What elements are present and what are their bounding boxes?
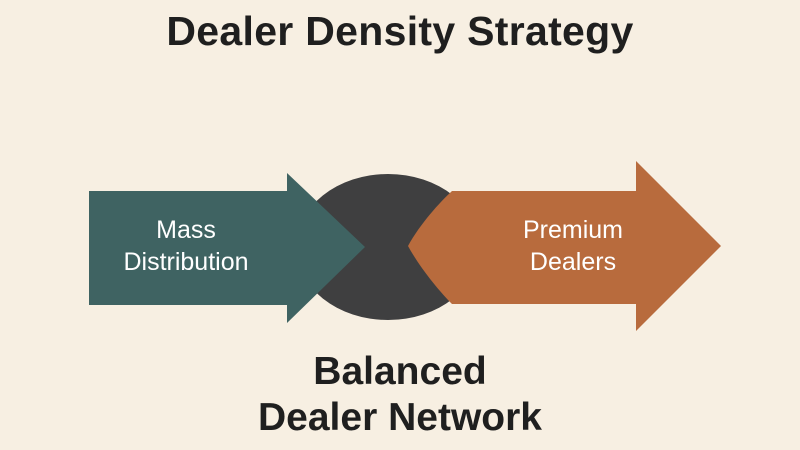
result-line2: Dealer Network (258, 396, 542, 439)
premium-dealers-arrow (408, 161, 721, 331)
balanced-dealer-network-label: Balanced Dealer Network (0, 349, 800, 441)
result-line1: Balanced (313, 350, 487, 393)
premium-dealers-label: Premium Dealers (478, 214, 668, 278)
mass-distribution-line1: Mass (156, 216, 216, 244)
premium-dealers-line2: Dealers (529, 248, 617, 276)
premium-dealers-line1: Premium (522, 216, 623, 244)
mass-distribution-line2: Distribution (123, 248, 249, 276)
mass-distribution-label: Mass Distribution (92, 214, 280, 278)
diagram-title: Dealer Density Strategy (166, 8, 634, 54)
mass-distribution-arrow (89, 173, 365, 323)
